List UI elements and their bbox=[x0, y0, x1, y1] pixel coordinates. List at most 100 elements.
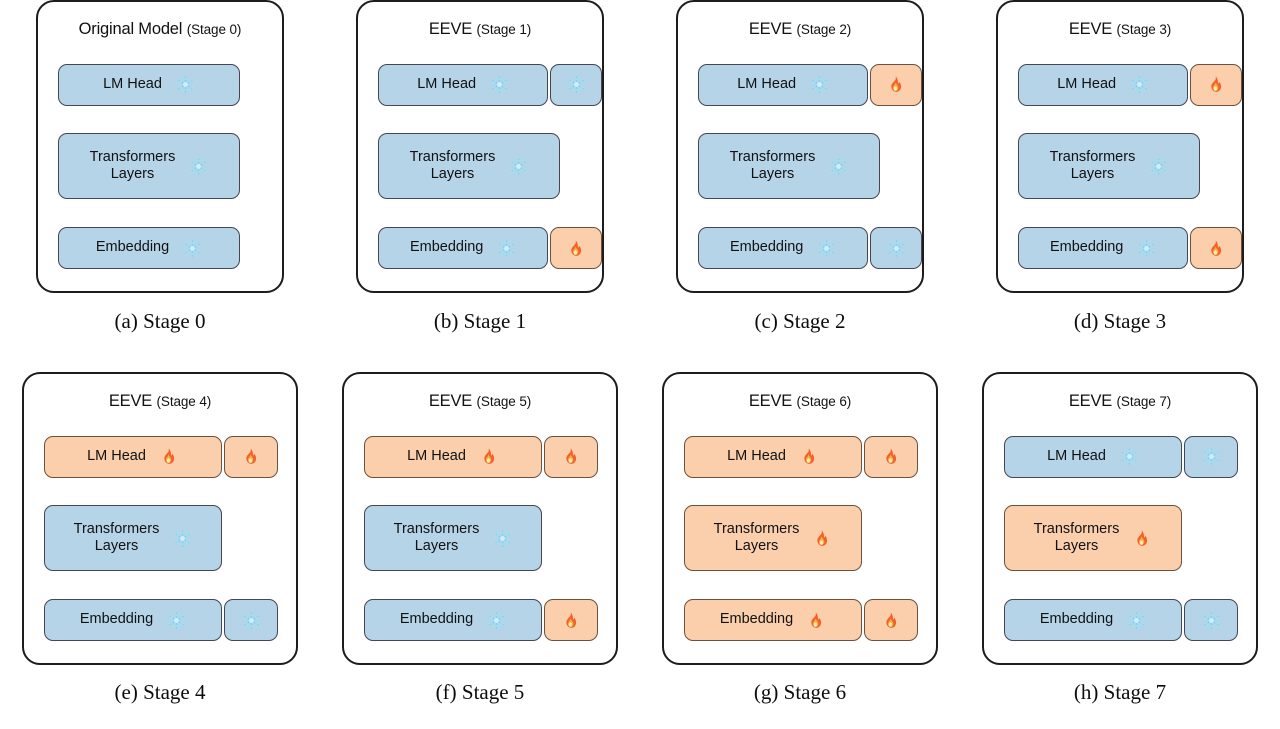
stage-panel-stage-2: EEVE (Stage 2)LM Head Transformers Layer… bbox=[676, 0, 924, 293]
panel-title-main: EEVE bbox=[428, 20, 473, 38]
layer-label: LM Head bbox=[1047, 447, 1106, 464]
layer-block-transformers-layers[interactable]: Transformers Layers bbox=[58, 133, 240, 200]
snowflake-icon bbox=[487, 611, 506, 630]
layer-side-block-embedding[interactable] bbox=[1190, 227, 1242, 270]
layer-row-transformers-layers: Transformers Layers bbox=[58, 133, 282, 200]
layer-row-lm-head: LM Head bbox=[44, 435, 296, 478]
layer-label: Transformers Layers bbox=[1033, 520, 1120, 555]
layer-side-block-embedding[interactable] bbox=[224, 599, 278, 642]
layer-label: Transformers Layers bbox=[89, 148, 176, 183]
layer-side-block-lm-head[interactable] bbox=[1190, 63, 1242, 106]
layer-side-block-lm-head[interactable] bbox=[864, 435, 918, 478]
layer-side-block-lm-head[interactable] bbox=[224, 435, 278, 478]
layer-row-transformers-layers: Transformers Layers bbox=[364, 505, 616, 572]
layer-row-lm-head: LM Head bbox=[684, 435, 936, 478]
layer-block-embedding[interactable]: Embedding bbox=[378, 227, 549, 270]
layer-stack: LM Head Transformers Layers Embedding bbox=[344, 420, 616, 663]
layer-label: Embedding bbox=[79, 611, 154, 628]
layer-side-block-lm-head[interactable] bbox=[550, 63, 602, 106]
stage-panel-stage-5: EEVE (Stage 5)LM Head Transformers Layer… bbox=[342, 372, 618, 665]
layer-block-transformers-layers[interactable]: Transformers Layers bbox=[684, 505, 862, 572]
figure-cell-stage-3: EEVE (Stage 3)LM Head Transformers Layer… bbox=[960, 0, 1280, 334]
layer-label: LM Head bbox=[103, 75, 162, 92]
layer-block-embedding[interactable]: Embedding bbox=[58, 227, 240, 270]
layer-side-block-embedding[interactable] bbox=[864, 599, 918, 642]
panel-title: Original Model (Stage 0) bbox=[79, 21, 242, 38]
layer-stack: LM Head Transformers Layers Embedding bbox=[24, 420, 296, 663]
layer-row-lm-head: LM Head bbox=[378, 63, 602, 106]
layer-side-block-lm-head[interactable] bbox=[870, 63, 922, 106]
layer-block-transformers-layers[interactable]: Transformers Layers bbox=[364, 505, 542, 572]
layer-label: Embedding bbox=[1039, 611, 1114, 628]
layer-row-embedding: Embedding bbox=[58, 227, 282, 270]
snowflake-icon bbox=[173, 529, 192, 548]
layer-block-embedding[interactable]: Embedding bbox=[1004, 599, 1182, 642]
layer-side-block-lm-head[interactable] bbox=[544, 435, 598, 478]
panel-title-stage: (Stage 1) bbox=[476, 22, 532, 37]
panel-title-main: EEVE bbox=[748, 392, 793, 410]
stage-panel-stage-1: EEVE (Stage 1) LM Head Transformers Layer… bbox=[356, 0, 604, 293]
layer-block-transformers-layers[interactable]: Transformers Layers bbox=[1018, 133, 1200, 200]
layer-label: Embedding bbox=[729, 239, 804, 256]
layer-row-embedding: Embedding bbox=[1018, 227, 1242, 270]
snowflake-icon bbox=[189, 157, 208, 176]
layer-block-embedding[interactable]: Embedding bbox=[44, 599, 222, 642]
subfigure-caption: (e) Stage 4 bbox=[114, 680, 206, 704]
layer-label: Transformers Layers bbox=[1049, 148, 1136, 183]
layer-side-block-embedding[interactable] bbox=[550, 227, 602, 270]
layer-stack: LM Head Transformers Layers Embedding bbox=[984, 420, 1256, 663]
layer-block-transformers-layers[interactable]: Transformers Layers bbox=[698, 133, 880, 200]
panel-title-stage: (Stage 6) bbox=[796, 394, 852, 409]
layer-row-transformers-layers: Transformers Layers bbox=[1018, 133, 1242, 200]
layer-block-embedding[interactable]: Embedding bbox=[364, 599, 542, 642]
layer-block-lm-head[interactable]: LM Head bbox=[698, 63, 869, 106]
layer-block-lm-head[interactable]: LM Head bbox=[1018, 63, 1189, 106]
layer-label: Transformers Layers bbox=[393, 520, 480, 555]
snowflake-icon bbox=[817, 239, 836, 258]
stage-panel-stage-7: EEVE (Stage 7)LM Head Transformers Layer… bbox=[982, 372, 1258, 665]
layer-row-embedding: Embedding bbox=[1004, 599, 1256, 642]
layer-block-lm-head[interactable]: LM Head bbox=[1004, 435, 1182, 478]
stage-panel-stage-4: EEVE (Stage 4)LM Head Transformers Layer… bbox=[22, 372, 298, 665]
snowflake-icon bbox=[490, 75, 509, 94]
layer-block-embedding[interactable]: Embedding bbox=[684, 599, 862, 642]
layer-side-block-embedding[interactable] bbox=[870, 227, 922, 270]
layer-label: LM Head bbox=[407, 447, 466, 464]
layer-side-block-embedding[interactable] bbox=[544, 599, 598, 642]
layer-block-lm-head[interactable]: LM Head bbox=[684, 435, 862, 478]
layer-block-transformers-layers[interactable]: Transformers Layers bbox=[1004, 505, 1182, 572]
snowflake-icon bbox=[1149, 157, 1168, 176]
layer-block-transformers-layers[interactable]: Transformers Layers bbox=[378, 133, 560, 200]
layer-block-embedding[interactable]: Embedding bbox=[1018, 227, 1189, 270]
panel-title: EEVE (Stage 6) bbox=[749, 393, 851, 410]
layer-row-transformers-layers: Transformers Layers bbox=[44, 505, 296, 572]
layer-block-lm-head[interactable]: LM Head bbox=[58, 63, 240, 106]
layer-row-embedding: Embedding bbox=[698, 227, 922, 270]
layer-block-transformers-layers[interactable]: Transformers Layers bbox=[44, 505, 222, 572]
layer-stack: LM Head Transformers Layers bbox=[358, 48, 602, 291]
subfigure-caption: (d) Stage 3 bbox=[1073, 309, 1167, 333]
flame-icon bbox=[800, 447, 819, 466]
panel-title: EEVE (Stage 1) bbox=[429, 21, 531, 38]
figure-row-top: Original Model (Stage 0) LM Head Transfor… bbox=[0, 0, 1280, 364]
layer-block-lm-head[interactable]: LM Head bbox=[44, 435, 222, 478]
flame-icon bbox=[1133, 529, 1152, 548]
flame-icon bbox=[1207, 75, 1226, 94]
panel-title-stage: (Stage 3) bbox=[1116, 22, 1172, 37]
layer-stack: LM Head Transformers Layers Embedding bbox=[664, 420, 936, 663]
panel-title-stage: (Stage 2) bbox=[796, 22, 852, 37]
layer-label: Transformers Layers bbox=[729, 148, 816, 183]
layer-row-transformers-layers: Transformers Layers bbox=[698, 133, 922, 200]
layer-label: LM Head bbox=[727, 447, 786, 464]
layer-side-block-embedding[interactable] bbox=[1184, 599, 1238, 642]
figure-cell-stage-0: Original Model (Stage 0) LM Head Transfor… bbox=[0, 0, 320, 334]
subfigure-caption: (a) Stage 0 bbox=[114, 309, 206, 333]
layer-block-lm-head[interactable]: LM Head bbox=[378, 63, 549, 106]
layer-side-block-lm-head[interactable] bbox=[1184, 435, 1238, 478]
figure-cell-stage-4: EEVE (Stage 4)LM Head Transformers Layer… bbox=[0, 364, 320, 705]
layer-row-lm-head: LM Head bbox=[364, 435, 616, 478]
figure-row-bottom: EEVE (Stage 4)LM Head Transformers Layer… bbox=[0, 364, 1280, 728]
layer-block-embedding[interactable]: Embedding bbox=[698, 227, 869, 270]
snowflake-icon bbox=[810, 75, 829, 94]
layer-block-lm-head[interactable]: LM Head bbox=[364, 435, 542, 478]
